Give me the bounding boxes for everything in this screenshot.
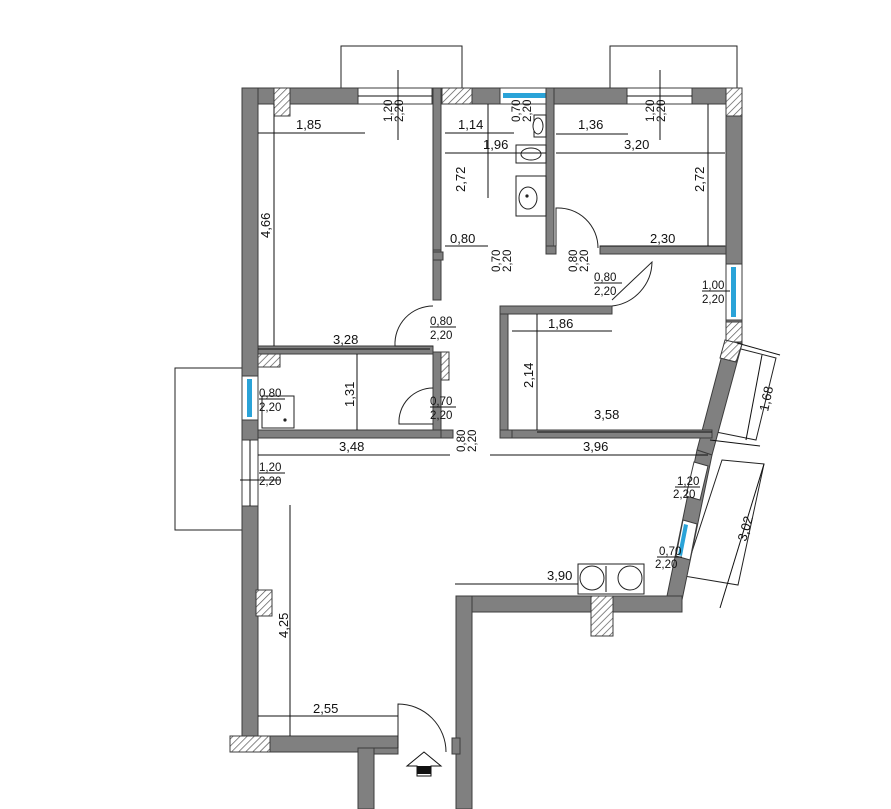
width-label: 3,90 (547, 568, 572, 583)
opening-label: 0,80 2,20 (259, 388, 285, 414)
windows (241, 87, 743, 561)
height-label: 2,14 (521, 363, 536, 388)
svg-text:0,70: 0,70 (511, 100, 523, 122)
svg-text:0,80: 0,80 (594, 272, 616, 284)
svg-text:0,80: 0,80 (568, 250, 580, 272)
height-label: 2,72 (453, 167, 468, 192)
opening-label: 1,00 2,20 (702, 280, 730, 306)
svg-text:2,20: 2,20 (259, 402, 281, 414)
svg-text:0,70: 0,70 (491, 250, 503, 272)
entrance-arrow-icon (405, 751, 443, 777)
height-label: 1,31 (342, 382, 357, 407)
opening-label: 0,80 2,20 (594, 272, 622, 298)
svg-text:1,20: 1,20 (259, 462, 281, 474)
svg-text:2,20: 2,20 (594, 286, 616, 298)
opening-label: 0,70 2,20 (655, 546, 682, 571)
width-label: 1,36 (578, 117, 603, 132)
width-label: 3,48 (339, 439, 364, 454)
svg-text:2,20: 2,20 (522, 100, 534, 122)
doors (394, 207, 653, 753)
width-label: 3,20 (624, 137, 649, 152)
svg-text:1,20: 1,20 (645, 100, 657, 122)
width-label: 3,58 (594, 407, 619, 422)
svg-text:0,70: 0,70 (430, 396, 452, 408)
svg-text:2,20: 2,20 (579, 250, 591, 272)
fixtures (261, 114, 645, 595)
width-label: 1,86 (548, 316, 573, 331)
opening-label: 1,20 2,20 (383, 100, 406, 122)
width-label: 2,30 (650, 231, 675, 246)
svg-text:1,20: 1,20 (677, 476, 699, 488)
opening-label: 1,20 2,20 (259, 462, 285, 488)
width-label: 1,96 (483, 137, 508, 152)
svg-text:0,80: 0,80 (430, 316, 452, 328)
opening-label: 0,80 2,20 (430, 316, 456, 342)
opening-label: 0,80 2,20 (568, 250, 591, 272)
svg-text:2,20: 2,20 (467, 430, 479, 452)
outer-walls (229, 87, 743, 809)
width-label: 2,55 (313, 701, 338, 716)
opening-label: 1,20 2,20 (673, 476, 700, 501)
room-width-labels: 1,85 1,14 1,36 1,96 3,20 3,28 1,86 3,58 … (296, 117, 675, 716)
opening-label: 0,70 2,20 (511, 100, 534, 122)
width-label: 0,80 (450, 231, 475, 246)
svg-text:2,20: 2,20 (430, 330, 452, 342)
height-label: 2,72 (692, 167, 707, 192)
svg-text:0,80: 0,80 (456, 430, 468, 452)
svg-text:2,20: 2,20 (394, 100, 406, 122)
svg-text:2,20: 2,20 (502, 250, 514, 272)
opening-label: 0,80 2,20 (456, 430, 479, 452)
opening-label: 0,70 2,20 (491, 250, 514, 272)
svg-text:2,20: 2,20 (673, 489, 695, 501)
svg-text:2,20: 2,20 (702, 294, 724, 306)
svg-text:2,20: 2,20 (430, 410, 452, 422)
hatched-columns (229, 87, 743, 753)
svg-text:0,80: 0,80 (259, 388, 281, 400)
opening-label: 1,20 2,20 (645, 100, 668, 122)
width-label: 3,96 (583, 439, 608, 454)
opening-labels: 1,20 2,20 0,70 2,20 1,20 2,20 0,70 2,20 … (259, 100, 730, 571)
width-label: 1,85 (296, 117, 321, 132)
dimension-lines (240, 70, 781, 736)
height-label: 4,66 (258, 213, 273, 238)
height-label: 3,02 (734, 514, 755, 542)
svg-text:2,20: 2,20 (655, 559, 677, 571)
svg-text:0,70: 0,70 (659, 546, 681, 558)
svg-text:2,20: 2,20 (259, 476, 281, 488)
room-height-labels: 4,66 2,72 2,72 2,14 1,31 4,25 1,68 3,02 (258, 167, 776, 638)
svg-text:1,00: 1,00 (702, 280, 724, 292)
svg-text:2,20: 2,20 (656, 100, 668, 122)
width-label: 1,14 (458, 117, 483, 132)
width-label: 3,28 (333, 332, 358, 347)
interior-walls (257, 87, 727, 439)
opening-label: 0,70 2,20 (430, 396, 456, 422)
height-label: 4,25 (276, 613, 291, 638)
height-label: 1,68 (756, 385, 776, 413)
svg-text:1,20: 1,20 (383, 100, 395, 122)
